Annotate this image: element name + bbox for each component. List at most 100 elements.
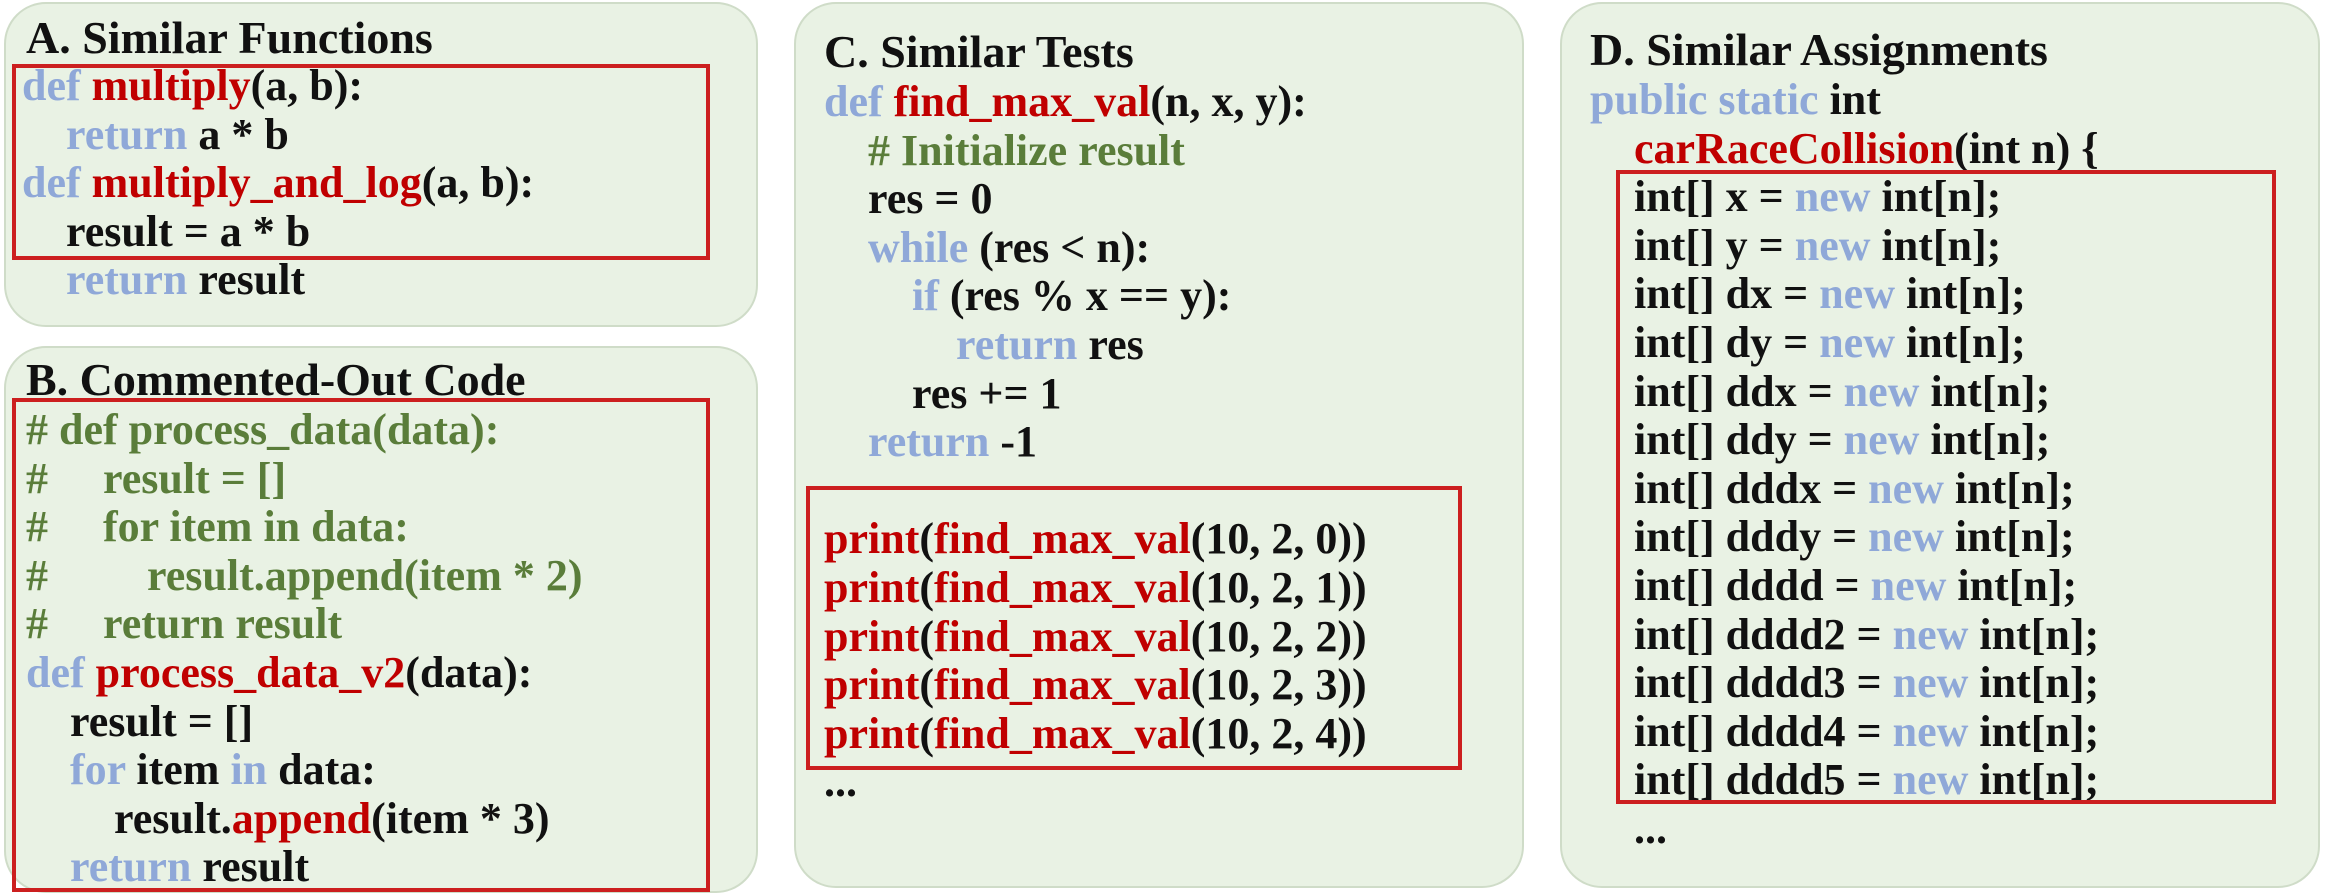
code-line: int[] dy = new int[n]; (1590, 319, 2026, 367)
code-token: (10, 2, 0)) (1190, 514, 1367, 564)
code-token: int[] ddy = (1634, 415, 1844, 465)
code-token: new (1892, 755, 1969, 805)
code-token: int[] dddd4 = (1634, 706, 1893, 756)
code-token: int[n]; (1968, 658, 2100, 708)
code-line: # return result (26, 600, 342, 648)
code-line: result = [] (26, 697, 253, 746)
code-line: return result (26, 843, 309, 891)
code-line: print(find_max_val(10, 2, 1)) (824, 564, 1367, 612)
code-line: print(find_max_val(10, 2, 0)) (824, 515, 1367, 563)
code-line: int[] dddd2 = new int[n]; (1590, 609, 2100, 659)
code-token: int[n]; (1968, 755, 2100, 805)
code-token: carRaceCollision (1634, 123, 1955, 173)
panel-title: A. Similar Functions (26, 12, 433, 63)
code-token (22, 255, 66, 304)
code-token: # return result (26, 599, 343, 649)
code-token: data: (267, 745, 376, 795)
code-line: ... (1590, 805, 1667, 853)
code-line: int[] ddx = new int[n]; (1590, 366, 2050, 416)
code-token: int[] dddd = (1634, 561, 1871, 610)
code-token: # for item in data: (26, 502, 409, 552)
panel-similar-functions (4, 2, 758, 327)
code-token: int[n]; (1946, 561, 2078, 610)
code-token: # result.append(item * 2) (26, 550, 583, 600)
code-token: new (1892, 706, 1969, 756)
code-line: def multiply_and_log(a, b): (22, 159, 534, 207)
code-line: res = 0 (824, 175, 992, 223)
code-line: def find_max_val(n, x, y): (824, 78, 1307, 126)
code-line: res += 1 (824, 368, 1062, 418)
code-token: find_max_val (934, 708, 1191, 758)
code-line: int[] dddd3 = new int[n]; (1590, 659, 2099, 707)
code-token: int (1829, 75, 1881, 124)
code-token: ( (919, 708, 935, 758)
code-token: new (1870, 561, 1947, 610)
code-token: ( (919, 611, 935, 661)
code-token: in (230, 745, 268, 795)
code-token: result. (114, 793, 232, 843)
code-token: print (824, 708, 920, 758)
code-token: res += 1 (912, 368, 1062, 418)
code-token: ( (919, 563, 935, 612)
code-token: find_max_val (934, 660, 1191, 710)
code-line: print(find_max_val(10, 2, 3)) (824, 661, 1367, 709)
code-token: a * b (187, 109, 289, 159)
code-token: return (66, 109, 188, 159)
code-token: int[] x = (1634, 172, 1795, 222)
code-token: def (22, 61, 92, 110)
code-token: item (125, 745, 231, 795)
code-token: while (868, 222, 969, 272)
code-token (824, 417, 868, 466)
code-token: new (1868, 512, 1944, 562)
code-line: while (res < n): (824, 222, 1150, 272)
code-token: return (956, 320, 1078, 369)
code-token: new (1794, 220, 1871, 270)
code-token (824, 369, 912, 418)
code-token: new (1892, 609, 1969, 659)
code-token: (10, 2, 3)) (1190, 660, 1367, 710)
code-token: print (824, 563, 920, 612)
code-line: public static int (1590, 76, 1881, 124)
code-token: (a, b): (250, 61, 364, 110)
code-token: int[] ddx = (1634, 366, 1844, 416)
code-line: result.append(item * 3) (26, 793, 550, 843)
code-token (824, 126, 868, 175)
code-token: int[n]; (1870, 172, 2002, 222)
code-line: return a * b (22, 109, 289, 159)
code-line: int[] dddd5 = new int[n]; (1590, 756, 2099, 804)
code-token: int[] dddd2 = (1634, 609, 1893, 659)
code-token: int[] dddd5 = (1634, 755, 1893, 805)
code-line: return -1 (824, 418, 1037, 466)
code-token: if (912, 271, 939, 321)
code-token: int[n]; (1968, 609, 2100, 659)
code-token: new (1843, 366, 1920, 416)
code-token: public static (1590, 75, 1830, 124)
code-token: def (26, 648, 96, 697)
code-token: multiply_and_log (91, 158, 422, 208)
code-token: # def process_data(data): (26, 405, 500, 454)
code-token (824, 174, 868, 223)
code-token: int[] y = (1634, 220, 1795, 270)
highlight-box (12, 64, 710, 260)
code-line: # result.append(item * 2) (26, 550, 583, 600)
code-line: ... (824, 758, 857, 806)
code-token: (10, 2, 1)) (1190, 563, 1367, 612)
code-token: print (824, 514, 920, 564)
code-line: int[] y = new int[n]; (1590, 220, 2001, 270)
code-token: return (868, 417, 990, 467)
code-token (824, 271, 912, 320)
code-token: find_max_val (934, 611, 1191, 661)
code-line: result = a * b (22, 207, 310, 256)
code-token: (10, 2, 4)) (1190, 708, 1367, 758)
code-token: int[n]; (1968, 706, 2100, 756)
code-token: return (70, 842, 192, 892)
code-line: int[] ddy = new int[n]; (1590, 416, 2050, 464)
code-token: int[n]; (1894, 269, 2026, 319)
code-line: # for item in data: (26, 503, 409, 551)
code-line: int[] dddx = new int[n]; (1590, 464, 2075, 513)
panel-commented-out-code (4, 346, 758, 893)
code-token (1590, 804, 1634, 853)
code-token: # Initialize result (868, 125, 1185, 175)
code-line: int[] dddy = new int[n]; (1590, 513, 2075, 561)
panel-similar-assignments (1560, 2, 2320, 888)
